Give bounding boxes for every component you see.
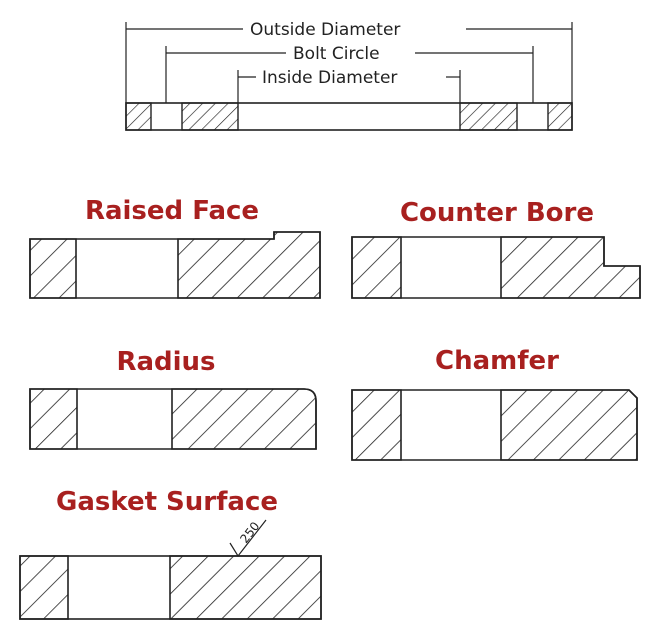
flange-rim-right bbox=[547, 102, 573, 131]
counter-bore-hatch-left bbox=[351, 236, 402, 299]
chamfer-title: Chamfer bbox=[435, 346, 559, 376]
bolt-circle-label: Bolt Circle bbox=[293, 44, 380, 64]
raised-face-title: Raised Face bbox=[85, 196, 259, 226]
radius-section: Radius bbox=[29, 347, 317, 450]
gasket-surface-hatch-left bbox=[19, 555, 69, 620]
chamfer-hatch-right bbox=[500, 389, 638, 461]
counter-bore-hatch-right bbox=[500, 236, 641, 299]
flange-rim-left bbox=[125, 102, 152, 131]
counter-bore-title: Counter Bore bbox=[400, 198, 594, 228]
chamfer-hatch-left bbox=[351, 389, 402, 461]
outside-diameter-label: Outside Diameter bbox=[250, 20, 400, 40]
counter-bore-section: Counter Bore bbox=[351, 198, 641, 299]
chamfer-section: Chamfer bbox=[351, 346, 638, 461]
gasket-surface-title: Gasket Surface bbox=[56, 487, 278, 517]
radius-hatch-right bbox=[171, 388, 317, 450]
raised-face-section: Raised Face bbox=[29, 196, 321, 299]
gasket-surface-hatch-right bbox=[169, 555, 322, 620]
flange-body-left bbox=[181, 102, 239, 131]
radius-title: Radius bbox=[116, 347, 215, 377]
gasket-surface-section: Gasket Surface 250 bbox=[19, 487, 322, 620]
raised-face-hatch-right bbox=[177, 231, 321, 299]
gasket-surface-finish-value: 250 bbox=[237, 519, 262, 546]
flange-body-right bbox=[459, 102, 518, 131]
inside-diameter-label: Inside Diameter bbox=[262, 68, 397, 88]
flange-dimension-drawing: Outside Diameter Bolt Circle Inside Diam… bbox=[125, 20, 573, 131]
radius-hatch-left bbox=[29, 388, 78, 450]
raised-face-hatch-left bbox=[29, 238, 77, 299]
surface-finish-symbol bbox=[229, 519, 267, 558]
